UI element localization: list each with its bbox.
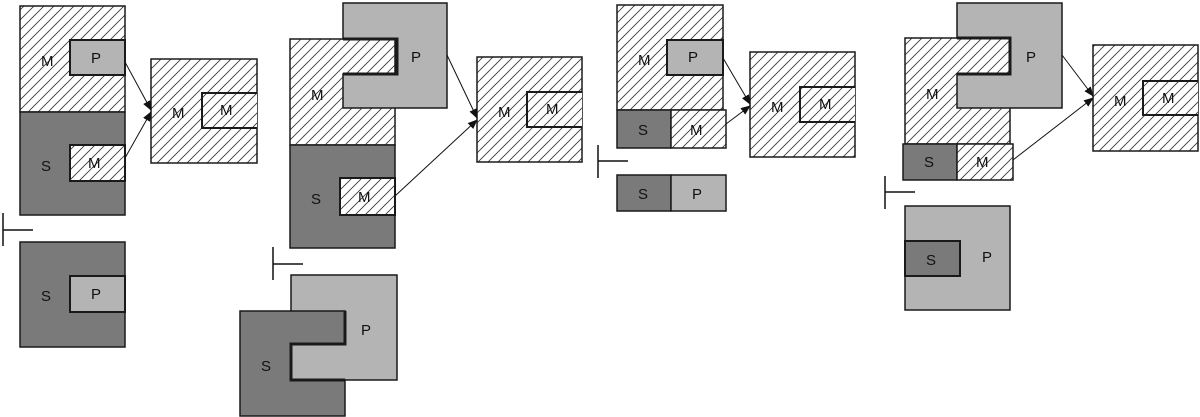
arrow bbox=[1012, 97, 1094, 161]
m-label: M bbox=[358, 189, 371, 206]
s-label: S bbox=[41, 288, 51, 305]
m-label: M bbox=[172, 105, 185, 122]
m-block bbox=[69, 144, 126, 182]
m-label: M bbox=[1114, 93, 1127, 110]
arrow bbox=[1061, 54, 1094, 97]
arrow bbox=[124, 111, 152, 159]
m-block bbox=[670, 109, 727, 149]
m-label: M bbox=[1162, 90, 1175, 107]
p-label: P bbox=[982, 249, 992, 266]
p-label: P bbox=[688, 49, 698, 66]
m-label: M bbox=[546, 101, 559, 118]
p-block bbox=[69, 275, 126, 313]
p-block bbox=[666, 39, 724, 76]
s-block bbox=[616, 174, 672, 212]
m-block bbox=[339, 177, 396, 216]
arrow bbox=[722, 57, 751, 105]
m-label: M bbox=[690, 122, 703, 139]
m-label: M bbox=[220, 102, 233, 119]
p-block bbox=[670, 174, 727, 212]
s-label: S bbox=[638, 122, 648, 139]
m-label: M bbox=[311, 87, 324, 104]
s-label: S bbox=[924, 154, 934, 171]
turnstile-symbol bbox=[884, 176, 915, 209]
p-label: P bbox=[692, 186, 702, 203]
p-label: P bbox=[91, 50, 101, 67]
m-label: M bbox=[819, 96, 832, 113]
s-block bbox=[902, 143, 958, 181]
rule-diagram-2: M P S M M M P S bbox=[239, 2, 583, 417]
rule-diagram-4: M P S M M M S P bbox=[884, 2, 1199, 311]
m-label: M bbox=[771, 99, 784, 116]
arrow bbox=[725, 105, 751, 125]
arrow bbox=[124, 61, 152, 111]
p-label: P bbox=[361, 322, 371, 339]
rule-diagram-1: M P S M M M S P bbox=[2, 5, 258, 348]
turnstile-symbol bbox=[272, 247, 303, 280]
s-block bbox=[616, 109, 672, 149]
m-label: M bbox=[926, 86, 939, 103]
m-block bbox=[956, 143, 1014, 181]
p-label: P bbox=[91, 286, 101, 303]
p-label: P bbox=[411, 49, 421, 66]
arrow bbox=[446, 54, 478, 119]
rule-diagram-3: M P S M M M S P bbox=[597, 4, 856, 212]
m-label: M bbox=[41, 53, 54, 70]
s-label: S bbox=[311, 191, 321, 208]
m-label: M bbox=[976, 154, 989, 171]
s-label: S bbox=[261, 358, 271, 375]
m-label: M bbox=[638, 52, 651, 69]
arrow bbox=[394, 119, 478, 197]
turnstile-symbol bbox=[597, 145, 628, 178]
m-label: M bbox=[88, 155, 101, 172]
s-label: S bbox=[638, 186, 648, 203]
turnstile-symbol bbox=[2, 213, 33, 246]
m-label: M bbox=[498, 104, 511, 121]
s-label: S bbox=[926, 252, 936, 269]
p-label: P bbox=[1026, 49, 1036, 66]
s-block bbox=[904, 240, 961, 277]
p-block bbox=[69, 39, 126, 76]
s-label: S bbox=[41, 158, 51, 175]
